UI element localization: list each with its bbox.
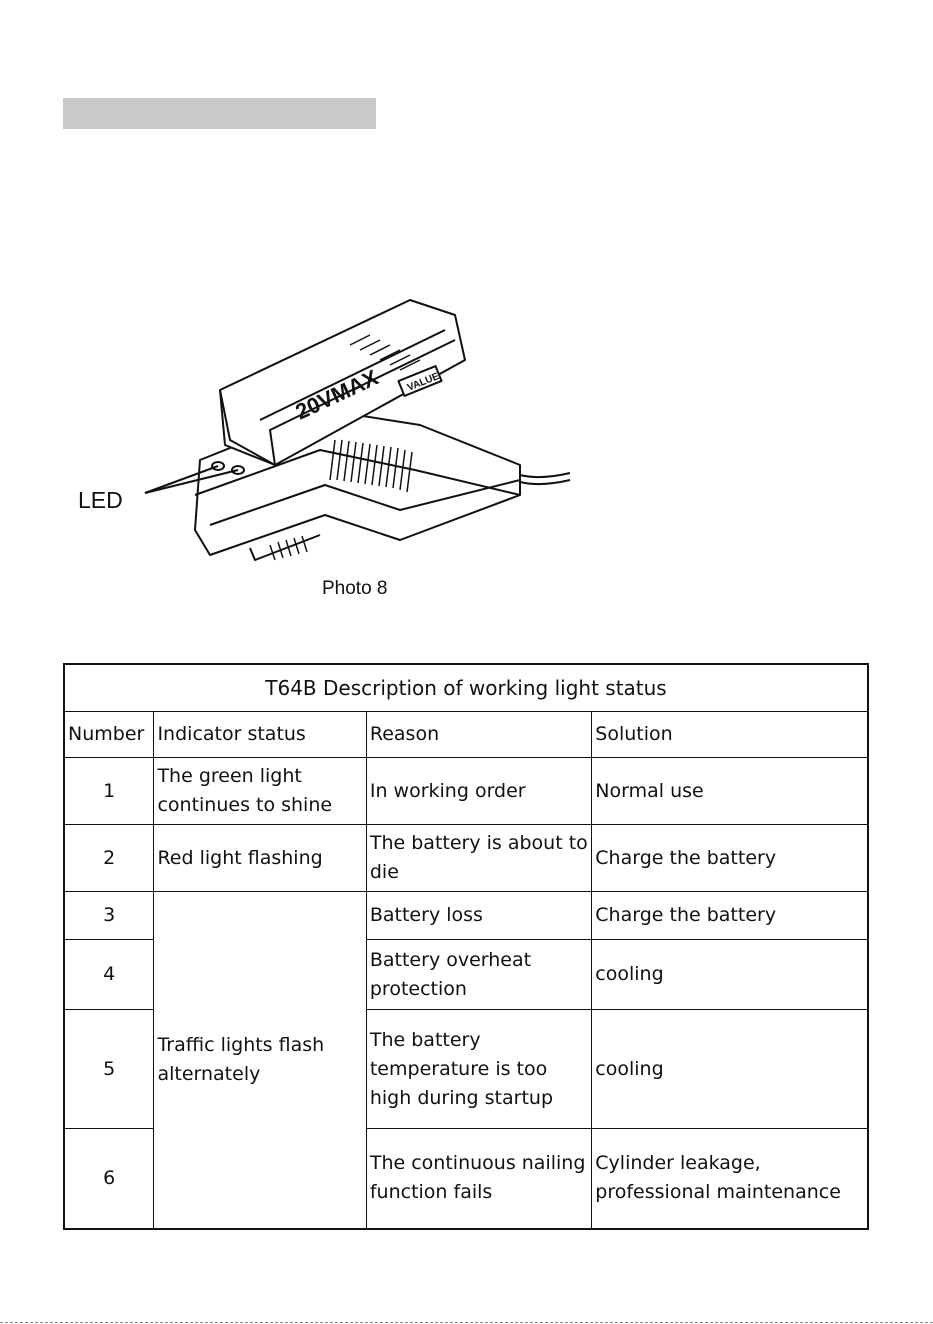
- row-number: 3: [63, 891, 155, 940]
- row-reason: The continuous nailing function fails: [365, 1128, 593, 1229]
- row-solution: cooling: [591, 1009, 869, 1129]
- photo-caption: Photo 8: [322, 578, 388, 599]
- table-row: 1 The green light continues to shine In …: [63, 757, 869, 825]
- row-reason: The battery temperature is too high duri…: [365, 1009, 593, 1129]
- row-solution: cooling: [591, 939, 869, 1010]
- table-row: 3 Traffic lights flash alternately Batte…: [63, 891, 869, 1229]
- heading-placeholder-bar: [63, 98, 376, 129]
- header-reason: Reason: [365, 711, 593, 758]
- table-row: 6 The continuous nailing function fails …: [63, 1128, 869, 1229]
- row-indicator: Red light flashing: [153, 824, 367, 892]
- header-indicator-status: Indicator status: [153, 711, 367, 758]
- row-reason: Battery overheat protection: [365, 939, 593, 1010]
- row-solution: Charge the battery: [591, 891, 869, 940]
- row-reason: Battery loss: [365, 891, 593, 940]
- row-indicator: The green light continues to shine: [153, 757, 367, 825]
- battery-charger-illustration: 20VMAX VALUE: [144, 299, 571, 561]
- table-header-row: Number Indicator status Reason Solution: [63, 711, 869, 758]
- row-solution: Cylinder leakage, professional maintenan…: [591, 1128, 869, 1229]
- page-bottom-border: [0, 1322, 933, 1323]
- row-solution: Charge the battery: [591, 824, 869, 892]
- working-light-status-table: T64B Description of working light status…: [63, 663, 869, 1230]
- row-indicator-merged: Traffic lights flash alternately: [153, 891, 367, 1229]
- header-number: Number: [63, 711, 155, 758]
- row-reason: The battery is about to die: [365, 824, 593, 892]
- charger-figure: 20VMAX VALUE LED: [70, 290, 590, 600]
- header-solution: Solution: [591, 711, 869, 758]
- table-title-row: T64B Description of working light status: [63, 663, 869, 712]
- row-number: 4: [63, 939, 155, 1010]
- row-reason: In working order: [365, 757, 593, 825]
- row-solution: Normal use: [591, 757, 869, 825]
- row-number: 6: [63, 1128, 155, 1229]
- led-label: LED: [78, 487, 123, 513]
- table-row: 4 Battery overheat protection cooling: [63, 939, 869, 1010]
- row-number: 5: [63, 1009, 155, 1129]
- row-number: 2: [63, 824, 155, 892]
- row-number: 1: [63, 757, 155, 825]
- table-title: T64B Description of working light status: [63, 663, 869, 712]
- table-row: 2 Red light flashing The battery is abou…: [63, 824, 869, 892]
- table-row: 5 The battery temperature is too high du…: [63, 1009, 869, 1129]
